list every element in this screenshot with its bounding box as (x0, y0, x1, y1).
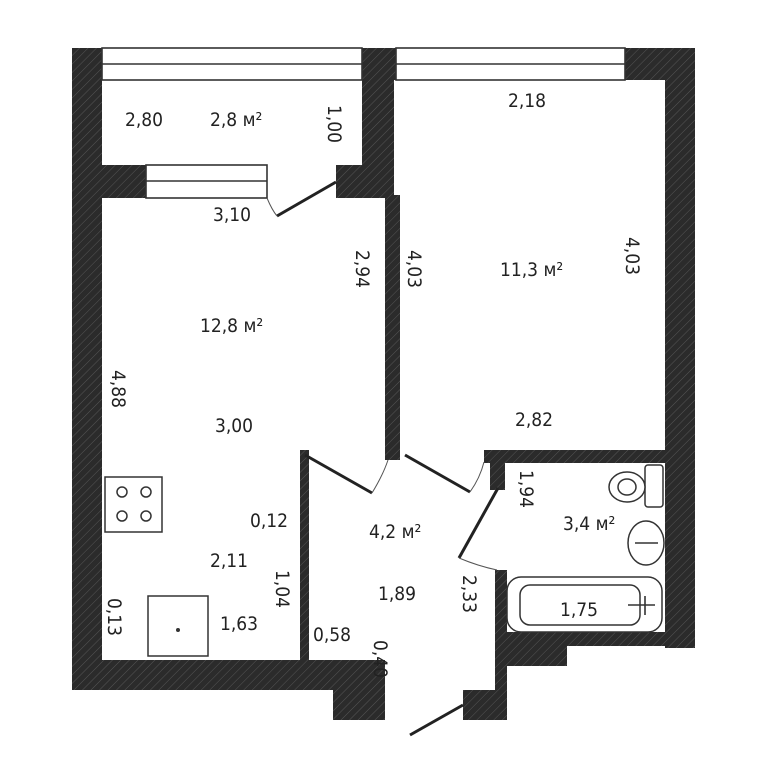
bathroom-area: 3,4 м² (563, 513, 615, 535)
kitchen-small-a: 0,12 (250, 510, 288, 532)
living-left: 4,03 (403, 250, 425, 288)
bathroom-side: 1,94 (515, 470, 537, 508)
toilet-icon (608, 464, 664, 508)
living-area: 11,3 м² (500, 259, 563, 281)
stove-icon (104, 476, 163, 533)
kitchen-top: 3,10 (213, 204, 251, 226)
kitchen-left: 4,88 (107, 370, 129, 408)
hall-bottom-b: 0,40 (369, 640, 391, 678)
hall-mid: 1,89 (378, 583, 416, 605)
hall-side: 2,33 (458, 575, 480, 613)
windows (101, 47, 626, 199)
hall-bottom-a: 0,58 (313, 624, 351, 646)
kitchen-mid: 3,00 (215, 415, 253, 437)
bathtub-icon (506, 576, 663, 633)
kitchen-small-d: 0,13 (103, 598, 125, 636)
walls (72, 48, 695, 720)
doors (266, 180, 500, 737)
living-bottom: 2,82 (515, 409, 553, 431)
balcony-width: 2,80 (125, 109, 163, 131)
balcony-area: 2,8 м² (210, 109, 262, 131)
living-top: 2,18 (508, 90, 546, 112)
bath-length: 1,75 (560, 599, 598, 621)
washbasin-icon (627, 520, 665, 566)
living-right: 4,03 (621, 237, 643, 275)
kitchen-small-b: 2,11 (210, 550, 248, 572)
kitchen-small-e: 1,63 (220, 613, 258, 635)
kitchen-small-c: 1,04 (271, 570, 293, 608)
sink-icon (147, 595, 209, 657)
balcony-depth: 1,00 (323, 105, 345, 143)
labels: 2,80 2,8 м² 1,00 3,10 2,94 12,8 м² 4,88 … (103, 90, 643, 678)
hall-area: 4,2 м² (369, 521, 421, 543)
kitchen-right: 2,94 (351, 250, 373, 288)
kitchen-area: 12,8 м² (200, 315, 263, 337)
